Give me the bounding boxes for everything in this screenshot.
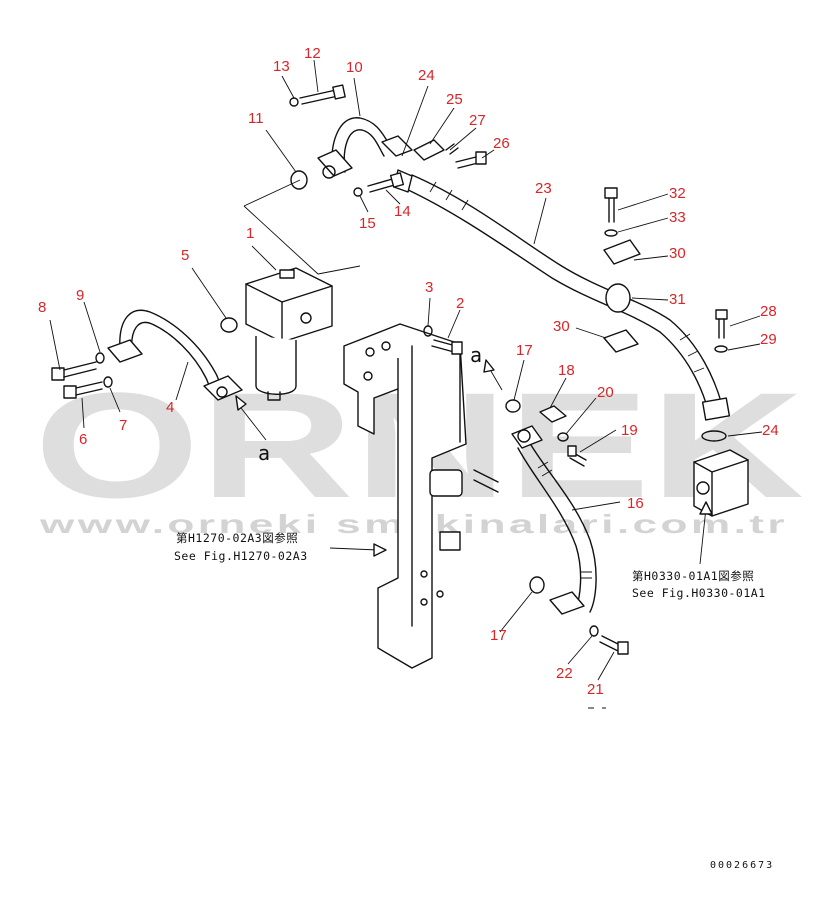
label-11: 11 xyxy=(248,110,264,127)
label-7: 7 xyxy=(119,417,127,434)
ref2-line1: 第H0330-01A1図参照 xyxy=(632,569,754,583)
oring-17-upper xyxy=(505,399,521,413)
ref1-line1: 第H1270-02A3図参照 xyxy=(176,531,298,545)
label-32: 32 xyxy=(669,185,686,202)
oring-5 xyxy=(220,317,238,333)
clamp-30-31 xyxy=(603,239,641,353)
label-5: 5 xyxy=(181,247,189,264)
label-22: 22 xyxy=(556,665,573,682)
oring-17-lower xyxy=(529,576,545,594)
oring-11 xyxy=(290,170,308,190)
label-1: 1 xyxy=(246,225,254,242)
ref2-line2: See Fig.H0330-01A1 xyxy=(632,586,766,600)
tube-4 xyxy=(107,309,243,401)
document-id: 00026673 xyxy=(710,860,774,871)
bracket xyxy=(343,323,499,669)
label-13: 13 xyxy=(273,58,290,75)
label-25: 25 xyxy=(446,91,463,108)
label-30-upper: 30 xyxy=(669,245,686,262)
tube-10 xyxy=(317,117,413,179)
label-14: 14 xyxy=(394,203,411,220)
label-17-upper: 17 xyxy=(516,342,533,359)
bolt-28 xyxy=(714,309,728,353)
label-6: 6 xyxy=(79,431,87,448)
ref1-line2: See Fig.H1270-02A3 xyxy=(174,549,308,563)
marker-a-right: a xyxy=(470,343,482,367)
bolt-32 xyxy=(604,187,618,237)
label-4: 4 xyxy=(166,399,174,416)
label-20: 20 xyxy=(597,384,614,401)
hose-16 xyxy=(511,425,597,615)
bolt-21 xyxy=(589,625,629,655)
label-18: 18 xyxy=(558,362,575,379)
label-8: 8 xyxy=(38,299,46,316)
label-2: 2 xyxy=(456,295,464,312)
label-27: 27 xyxy=(469,112,486,129)
label-24-top: 24 xyxy=(418,67,435,84)
label-21: 21 xyxy=(587,681,604,698)
label-33: 33 xyxy=(669,209,686,226)
bolt-8 xyxy=(51,352,105,381)
label-31: 31 xyxy=(669,291,686,308)
label-26: 26 xyxy=(493,135,510,152)
part-labels: 1 2 3 4 5 6 7 8 9 10 11 12 13 14 15 16 1… xyxy=(38,45,779,698)
bolt-14 xyxy=(353,172,405,197)
filter-1 xyxy=(245,267,333,401)
oring-24-right xyxy=(701,430,727,442)
label-29: 29 xyxy=(760,331,777,348)
marker-a-left: a xyxy=(258,441,270,465)
label-30-lower: 30 xyxy=(553,318,570,335)
flange-18 xyxy=(539,405,587,467)
leader-lines xyxy=(49,59,763,709)
label-10: 10 xyxy=(346,59,363,76)
label-15: 15 xyxy=(359,215,376,232)
label-24-right: 24 xyxy=(762,422,779,439)
label-16: 16 xyxy=(627,495,644,512)
label-19: 19 xyxy=(621,422,638,439)
label-17-lower: 17 xyxy=(490,627,507,644)
bolt-6 xyxy=(63,376,113,399)
valve-block xyxy=(693,449,749,517)
label-3: 3 xyxy=(425,279,433,296)
label-23: 23 xyxy=(535,180,552,197)
label-28: 28 xyxy=(760,303,777,320)
label-9: 9 xyxy=(76,287,84,304)
flange-25-27-26 xyxy=(413,139,487,169)
label-12: 12 xyxy=(304,45,321,62)
